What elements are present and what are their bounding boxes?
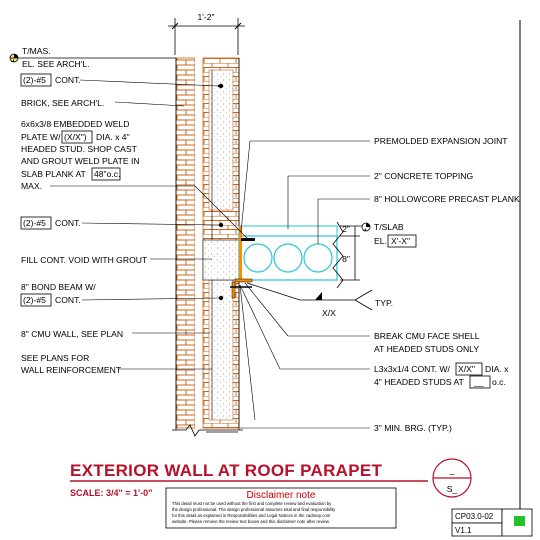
brick-veneer xyxy=(175,57,196,429)
bond-beam-bars-suffix: CONT. xyxy=(55,295,81,305)
angle-line-1b: X/X" xyxy=(458,364,475,374)
weld-plate-line-2a: PLATE W/ xyxy=(21,132,61,142)
hollowcore-plank xyxy=(230,221,344,299)
elevation-marker-slab: T/SLAB EL. X'-X" xyxy=(361,222,417,248)
see-plans-line-1: SEE PLANS FOR xyxy=(21,353,89,363)
disclaimer-line: the design professional. The design prof… xyxy=(172,507,336,512)
angle-line-2b: __ xyxy=(473,377,484,387)
bond-beam xyxy=(202,239,240,281)
angle-line-2a: 4" HEADED STUDS AT xyxy=(374,377,465,387)
angle-line-1c: DIA. x xyxy=(485,364,509,374)
detail-title: EXTERIOR WALL AT ROOF PARAPET xyxy=(70,461,383,480)
rebar-top xyxy=(218,83,224,89)
brick-label: BRICK, SEE ARCH'L. xyxy=(21,98,104,108)
air-cavity xyxy=(195,58,203,428)
topping-label: 2" CONCRETE TOPPING xyxy=(374,171,474,181)
expansion-joint-label: PREMOLDED EXPANSION JOINT xyxy=(374,136,508,146)
slab-dimensions: 2" 8" xyxy=(340,224,370,281)
top-bars-tag: (2)-#5 xyxy=(23,75,46,85)
weld-plate-line-5a: SLAB PLANK AT xyxy=(21,169,87,179)
mid-bars-tag: (2)-#5 xyxy=(23,218,46,228)
title-block: EXTERIOR WALL AT ROOF PARAPET SCALE: 3/4… xyxy=(70,458,533,537)
left-callouts: (2)-#5 CONT. BRICK, SEE ARCH'L. 6x6x3/8 … xyxy=(20,73,248,375)
weld-plate-line-6: MAX. xyxy=(21,181,42,191)
weld-plate-line-5b: 48"o.c. xyxy=(94,169,120,179)
section-top: _ xyxy=(449,465,455,475)
weld-plate-line-1: 6x6x3/8 EMBEDDED WELD xyxy=(21,119,129,129)
mid-bars-suffix: CONT. xyxy=(55,218,81,228)
top-dimension: 1'-2" xyxy=(168,12,245,55)
hollowcore-label: 8" HOLLOWCORE PRECAST PLANK xyxy=(374,194,520,204)
dim-8-label: 8" xyxy=(342,254,350,264)
dimension-label: 1'-2" xyxy=(197,12,214,22)
bond-beam-label: 8" BOND BEAM W/ xyxy=(21,282,96,292)
bond-beam-bars-tag: (2)-#5 xyxy=(23,295,46,305)
plank-core xyxy=(303,243,333,273)
t-mas-label: T/MAS. xyxy=(22,46,51,56)
el-see-arch-label: EL. SEE ARCH'L. xyxy=(22,59,90,69)
cmu-wall-label: 8" CMU WALL, SEE PLAN xyxy=(21,329,123,339)
rebar-bond-beam xyxy=(218,295,224,301)
weld-symbol: X/X TYP. xyxy=(246,282,393,318)
steel-angle xyxy=(231,278,253,299)
plank-core xyxy=(243,243,273,273)
break-cmu-line-1: BREAK CMU FACE SHELL xyxy=(374,331,480,341)
see-plans-line-2: WALL REINFORCEMENT xyxy=(21,365,122,375)
min-bearing-label: 3" MIN. BRG. (TYP.) xyxy=(374,423,452,433)
break-cmu-line-2: AT HEADED STUDS ONLY xyxy=(374,344,479,354)
dim-2-label: 2" xyxy=(342,224,350,234)
rebar-mid xyxy=(218,222,224,228)
expansion-joint xyxy=(239,226,242,280)
weld-plate-line-3: HEADED STUD. SHOP CAST xyxy=(21,144,138,154)
disclaimer-title: Disclaimer note xyxy=(247,490,316,501)
angle-line-2c: o.c. xyxy=(492,377,506,387)
weld-plate-line-4: AND GROUT WELD PLATE IN xyxy=(21,156,140,166)
status-indicator xyxy=(514,516,525,526)
disclaimer-line: website. Please remove the review text b… xyxy=(172,519,330,524)
plank-core xyxy=(273,243,303,273)
right-callouts: PREMOLDED EXPANSION JOINT 2" CONCRETE TO… xyxy=(239,136,520,433)
fill-void-label: FILL CONT. VOID WITH GROUT xyxy=(21,255,148,265)
el-slab-value: X'-X" xyxy=(391,236,410,246)
section-bottom: S_ xyxy=(447,484,458,494)
angle-line-1a: L3x3x1/4 CONT. W/ xyxy=(374,364,451,374)
version-label: V1.1 xyxy=(455,526,472,535)
disclaimer-box xyxy=(165,487,397,529)
elevation-marker-mas: T/MAS. EL. SEE ARCH'L. xyxy=(9,46,176,69)
weld-size-label: X/X xyxy=(322,308,336,318)
sheet-number: CP03.0-02 xyxy=(455,512,494,521)
el-slab-prefix: EL. xyxy=(374,236,387,246)
weld-plate-line-2b: (X/X") xyxy=(64,132,87,142)
typ-label: TYP. xyxy=(375,298,393,308)
t-slab-label: T/SLAB xyxy=(374,222,404,232)
disclaimer-line: This detail must not be used without the… xyxy=(172,501,332,506)
weld-plate-line-2c: DIA. x 4" xyxy=(96,132,130,142)
disclaimer-line: for this detail as explained in Responsi… xyxy=(172,513,331,518)
top-bars-suffix: CONT. xyxy=(55,75,81,85)
detail-scale: SCALE: 3/4" = 1'-0" xyxy=(70,488,152,498)
